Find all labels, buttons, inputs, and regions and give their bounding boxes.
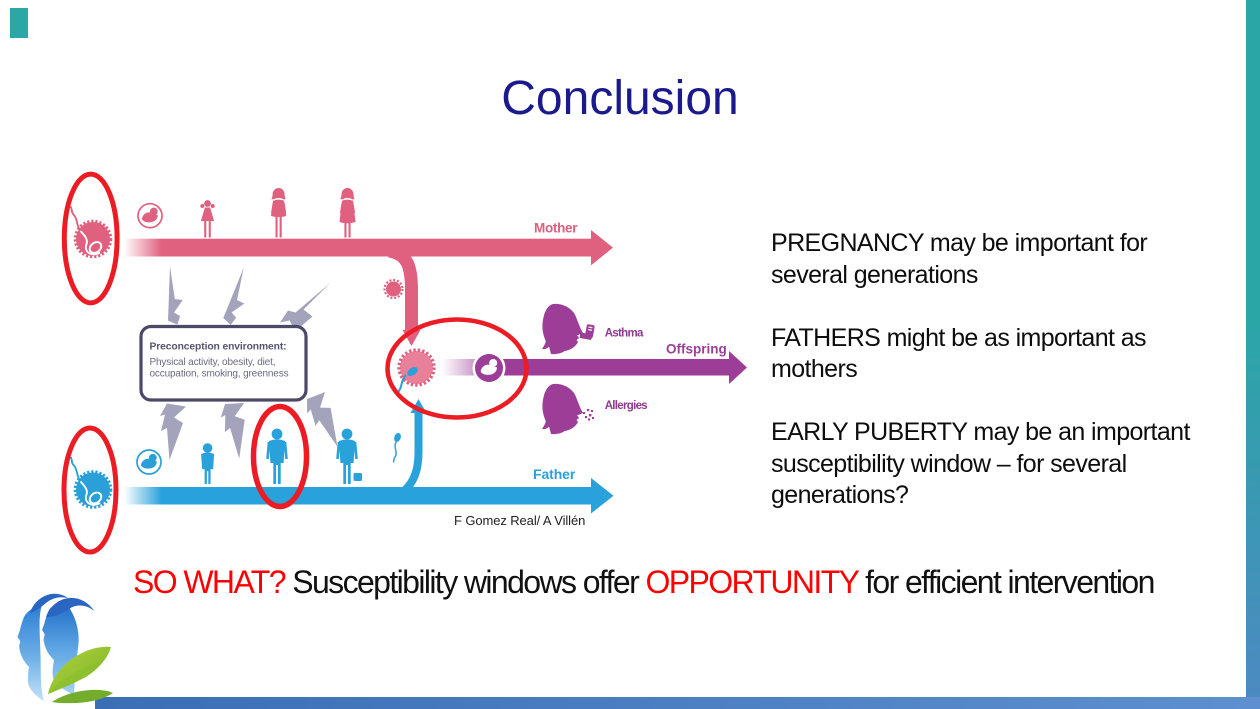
- svg-text:Mother: Mother: [534, 221, 578, 236]
- svg-text:Asthma: Asthma: [605, 328, 644, 340]
- svg-text:Physical activity, obesity, di: Physical activity, obesity, diet,: [150, 357, 276, 368]
- svg-text:Father: Father: [533, 466, 576, 482]
- svg-text:occupation, smoking, greenness: occupation, smoking, greenness: [150, 369, 289, 380]
- svg-text:Allergies: Allergies: [605, 400, 648, 412]
- svg-text:Offspring: Offspring: [666, 342, 727, 357]
- svg-text:Preconception environment:: Preconception environment:: [150, 342, 287, 353]
